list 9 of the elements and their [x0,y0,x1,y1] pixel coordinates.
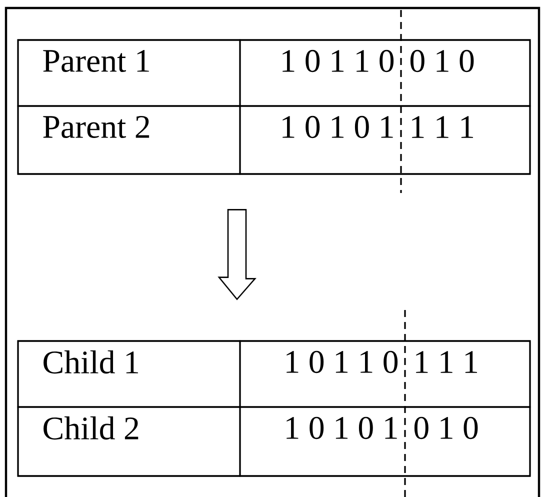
table-cell: 1 0 1 1 0 1 1 1 [239,340,531,408]
block-arrow [218,209,256,300]
table-cell: Parent 2 [17,105,241,175]
table-cell: 1 0 1 1 0 0 1 0 [239,39,531,107]
table-cell: Child 1 [17,340,241,408]
table-cell: Child 2 [17,406,241,477]
table-cell: 1 0 1 0 1 0 1 0 [239,406,531,477]
table-cell: Parent 1 [17,39,241,107]
table-cell: 1 0 1 0 1 1 1 1 [239,105,531,175]
